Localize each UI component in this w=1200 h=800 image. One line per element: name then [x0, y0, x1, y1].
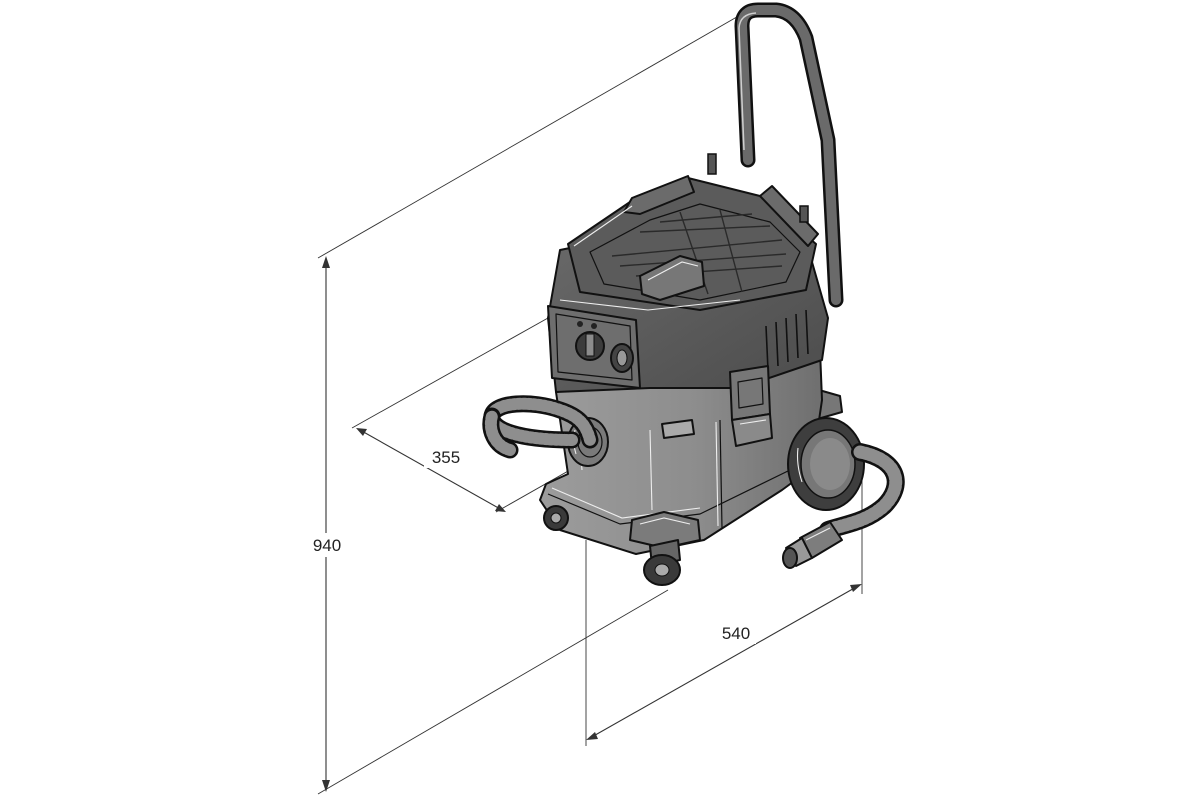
width-dimension: 540	[585, 478, 863, 746]
latch-clip	[729, 365, 773, 447]
motor-head	[547, 153, 829, 393]
rear-wheel	[787, 417, 865, 511]
front-caster-left	[543, 505, 569, 531]
suction-dial	[575, 321, 605, 361]
width-label: 540	[722, 624, 750, 643]
rear-hose	[782, 443, 905, 569]
height-dimension: 940	[306, 13, 743, 795]
hose-nozzle	[782, 521, 843, 569]
control-panel	[547, 305, 641, 389]
intake-hose	[482, 395, 599, 459]
power-switch	[610, 343, 634, 373]
front-caster-right	[643, 539, 681, 586]
vacuum-illustration	[482, 2, 905, 586]
push-handle	[734, 2, 844, 308]
height-label: 940	[313, 536, 341, 555]
depth-label: 355	[432, 448, 460, 467]
